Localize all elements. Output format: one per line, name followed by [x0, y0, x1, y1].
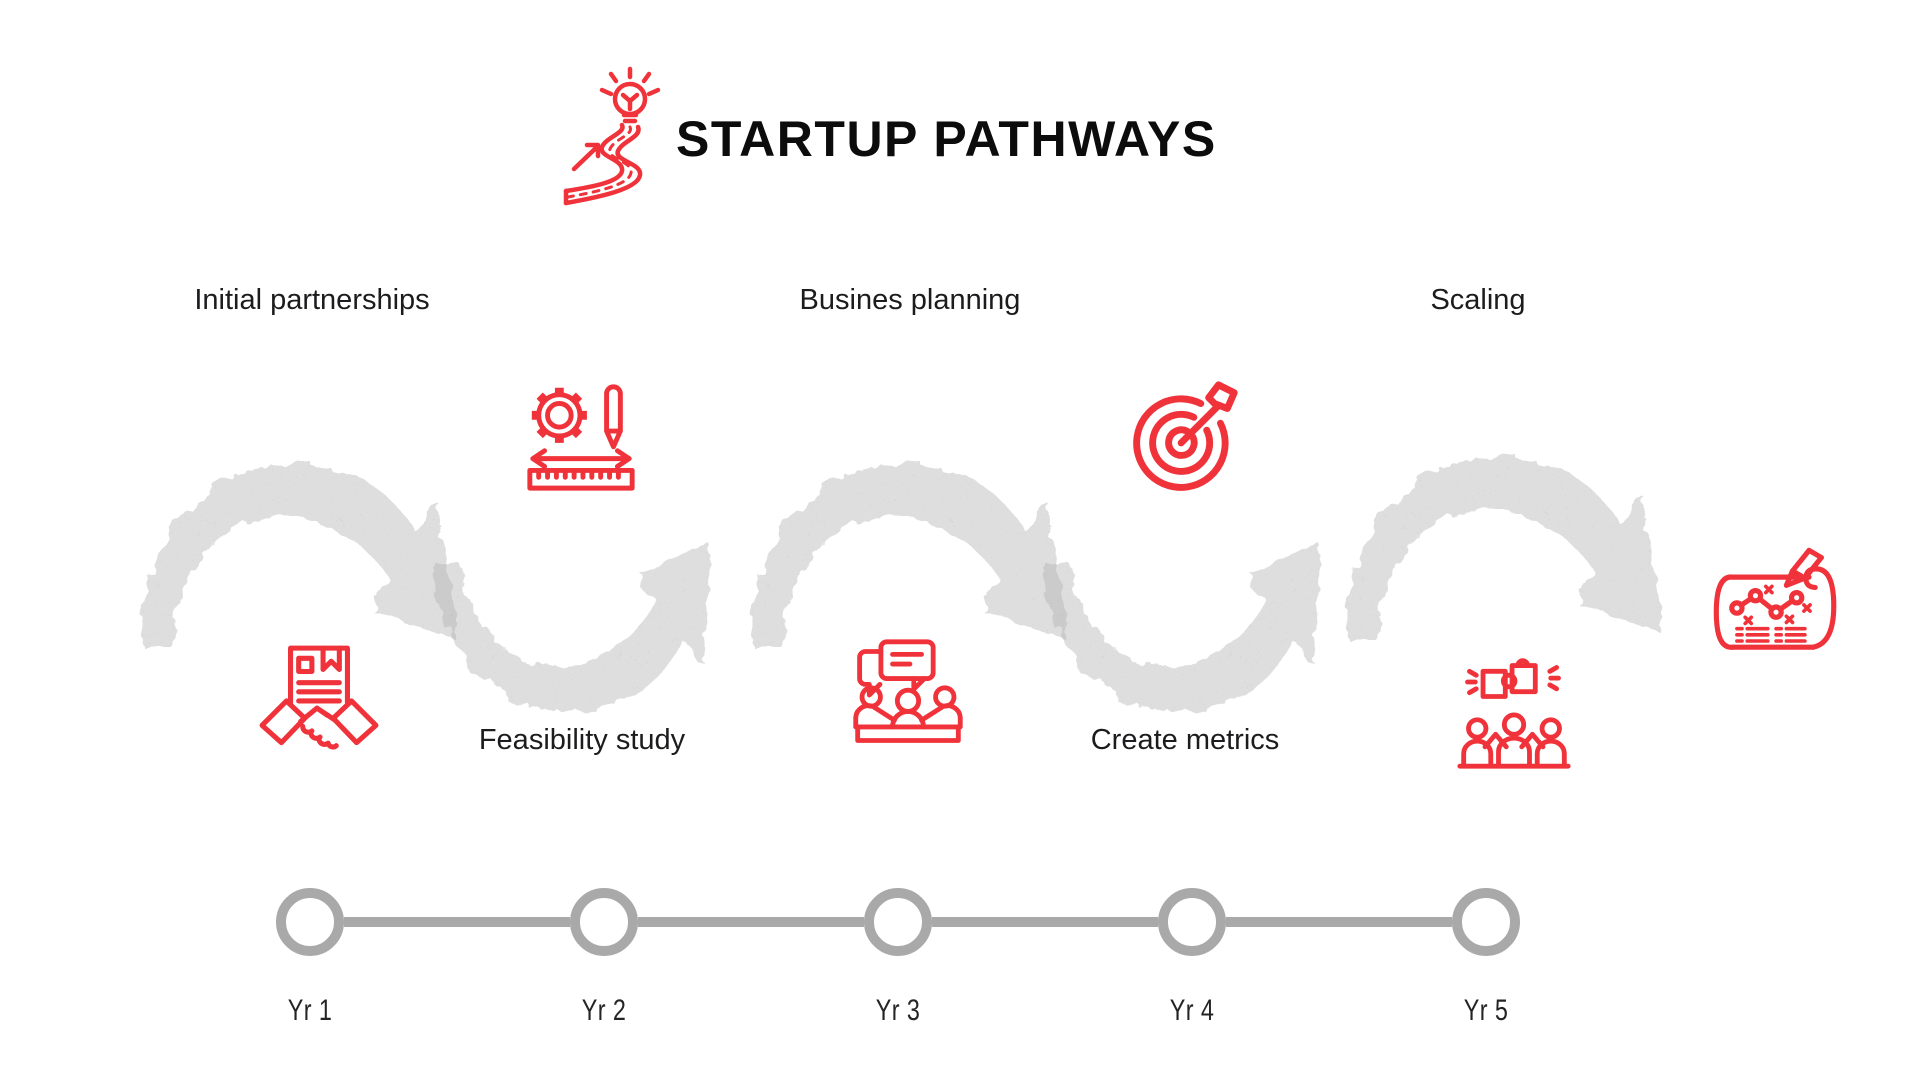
- pencil-tip: [1783, 568, 1808, 588]
- road-edge: [563, 124, 643, 206]
- person-left-head: [1466, 717, 1489, 740]
- text-dashes: [1735, 626, 1807, 643]
- stage-label-create-metrics: Create metrics: [1090, 724, 1280, 756]
- chart-node: [1747, 587, 1764, 604]
- timeline-connector: [344, 917, 570, 927]
- team-meeting-icon: [848, 636, 968, 756]
- target-dart-icon: [1126, 378, 1248, 500]
- bookmark-ribbon: [320, 645, 342, 673]
- timeline-year-label: Yr 5: [1463, 994, 1509, 1027]
- person-right-head: [1539, 717, 1562, 740]
- stage-label-business-planning: Busines planning: [799, 284, 1021, 316]
- document-square: [296, 655, 315, 675]
- gear-teeth: [531, 387, 587, 443]
- chart-node: [1729, 600, 1745, 616]
- timeline-year-label: Yr 4: [1169, 994, 1215, 1027]
- person-center-head: [894, 687, 922, 714]
- up-arrow: [571, 142, 601, 172]
- timeline-node-yr4: [1158, 888, 1226, 956]
- timeline-connector: [638, 917, 864, 927]
- speech-lines: [890, 651, 924, 667]
- target-inner-ring: [1165, 426, 1198, 459]
- gear-pencil-ruler-icon: [520, 374, 642, 496]
- dart-shaft: [1177, 402, 1222, 447]
- stage-label-initial-partnerships: Initial partnerships: [194, 284, 430, 316]
- page-title: STARTUP PATHWAYS: [676, 111, 1217, 167]
- puzzle-tab: [1515, 658, 1530, 668]
- brush-arrow-down-1: [433, 535, 727, 725]
- timeline-node-yr3: [864, 888, 932, 956]
- chart-node: [1768, 604, 1784, 620]
- target-middle-ring: [1149, 410, 1214, 475]
- measure-arrow: [530, 448, 632, 469]
- x-marks: [1743, 584, 1812, 626]
- person-right-body: [1534, 738, 1567, 768]
- timeline-connector: [932, 917, 1158, 927]
- speech-bubble-front: [878, 639, 936, 681]
- timeline-node-yr2: [570, 888, 638, 956]
- brush-arrow-up-3: [1347, 457, 1664, 640]
- person-center-body: [890, 709, 926, 730]
- person-center-body: [1496, 735, 1532, 768]
- spark-lines: [1465, 665, 1561, 696]
- pencil: [604, 384, 623, 450]
- business-roadmap-scroll-icon: [1706, 544, 1842, 670]
- puzzle-knob: [1500, 672, 1518, 690]
- person-center-head: [1501, 712, 1527, 737]
- chart-node: [1788, 590, 1805, 606]
- stage-label-feasibility-study: Feasibility study: [478, 724, 686, 756]
- road-edge: [563, 122, 625, 194]
- timeline-node-yr1: [276, 888, 344, 956]
- dart-flight: [1205, 381, 1238, 412]
- timeline-connector: [1226, 917, 1452, 927]
- stage-label-scaling: Scaling: [1430, 284, 1526, 316]
- knuckles: [300, 723, 339, 750]
- person-left-body: [853, 703, 897, 730]
- brush-arrow-down-2: [1043, 535, 1337, 725]
- timeline-year-label: Yr 2: [581, 994, 627, 1027]
- document-lines: [296, 680, 342, 704]
- timeline-year-label: Yr 1: [287, 994, 333, 1027]
- scroll-right-roll: [1803, 566, 1837, 650]
- target-outer-ring: [1133, 395, 1229, 491]
- chart-line: [1734, 593, 1800, 615]
- lightbulb-filament: [620, 92, 640, 112]
- road-centerline: [566, 125, 633, 199]
- lightbulb-rays: [599, 66, 661, 97]
- pencil-body: [1789, 547, 1824, 581]
- gear-ring: [536, 392, 583, 439]
- startup-roadmap-icon: [556, 64, 668, 214]
- brush-arrow-up-1: [142, 464, 459, 647]
- team-puzzle-icon: [1450, 652, 1578, 772]
- lightbulb-base: [621, 112, 639, 124]
- document: [288, 645, 350, 706]
- speech-bubble-back: [857, 649, 884, 698]
- timeline-node-yr5: [1452, 888, 1520, 956]
- right-sleeve: [330, 698, 379, 746]
- ruler-ticks: [536, 467, 621, 480]
- table: [855, 724, 961, 743]
- hand-grip: [298, 705, 338, 724]
- scroll-left-roll: [1713, 574, 1736, 650]
- scroll-sheet: [1730, 574, 1816, 650]
- brush-arrow-up-2: [752, 464, 1069, 647]
- gear-hub: [545, 401, 574, 430]
- timeline-year-label: Yr 3: [875, 994, 921, 1027]
- person-right-head: [933, 685, 957, 709]
- person-right-body: [919, 703, 963, 730]
- person-left-body: [1461, 738, 1494, 768]
- contract-handshake-icon: [256, 640, 382, 766]
